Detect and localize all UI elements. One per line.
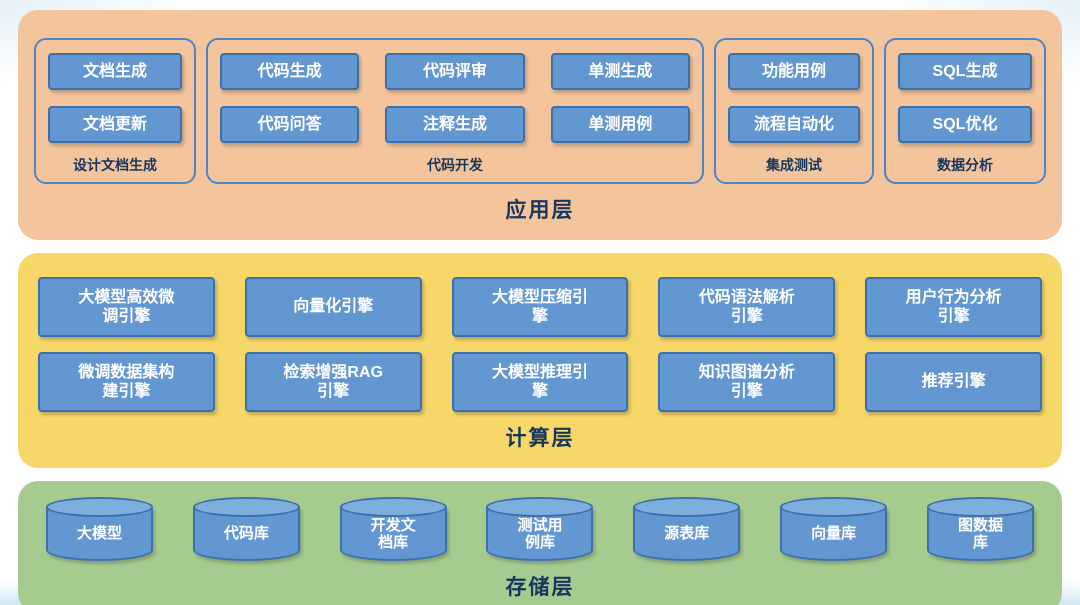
app-node-doc-generation: 文档生成: [48, 53, 182, 90]
cylinder-top: [339, 497, 447, 517]
app-node-sql-optimization: SQL优化: [898, 106, 1032, 143]
group-label: 代码开发: [427, 157, 483, 173]
group-items: 文档生成 文档更新: [48, 53, 182, 143]
compute-node-knowledge-graph-engine: 知识图谱分析 引擎: [658, 352, 836, 412]
group-design-doc-generation: 文档生成 文档更新 设计文档生成: [34, 38, 196, 184]
group-label: 集成测试: [766, 157, 822, 173]
storage-layer-band: 大模型 代码库 开发文 档库 测试用 例库 源表库: [18, 481, 1062, 605]
storage-cylinder-large-model: 大模型: [46, 497, 153, 561]
computing-grid: 大模型高效微 调引擎 向量化引擎 大模型压缩引 擎 代码语法解析 引擎 用户行为…: [38, 277, 1042, 412]
layer-label-computing: 计算层: [505, 427, 575, 450]
compute-node-compression-engine: 大模型压缩引 擎: [451, 277, 629, 337]
cylinder-label: 代码库: [223, 525, 269, 543]
storage-cylinder-dev-docs: 开发文 档库: [339, 497, 447, 561]
cylinder-top: [926, 497, 1034, 517]
compute-node-dataset-build-engine: 微调数据集构 建引擎: [38, 352, 215, 412]
group-items: 功能用例 流程自动化: [728, 53, 860, 143]
compute-node-syntax-parsing-engine: 代码语法解析 引擎: [658, 277, 836, 337]
cylinder-label: 开发文 档库: [370, 516, 416, 551]
group-items: 代码生成 代码评审 单测生成 代码问答 注释生成 单测用例: [220, 53, 690, 143]
cylinder-label: 源表库: [664, 525, 710, 543]
compute-node-inference-engine: 大模型推理引 擎: [451, 352, 629, 412]
group-label: 设计文档生成: [73, 157, 157, 173]
cylinder-label: 测试用 例库: [517, 516, 563, 551]
app-node-code-generation: 代码生成: [220, 53, 360, 90]
compute-node-rag-engine: 检索增强RAG 引擎: [244, 352, 422, 412]
group-data-analysis: SQL生成 SQL优化 数据分析: [884, 38, 1046, 184]
storage-cylinder-code-repo: 代码库: [192, 497, 300, 561]
app-node-functional-case: 功能用例: [728, 53, 860, 90]
group-integration-testing: 功能用例 流程自动化 集成测试: [714, 38, 874, 184]
group-items: SQL生成 SQL优化: [898, 53, 1032, 143]
cylinder-label: 向量库: [811, 525, 857, 543]
app-node-process-automation: 流程自动化: [728, 106, 860, 143]
group-code-development: 代码生成 代码评审 单测生成 代码问答 注释生成 单测用例 代码开发: [206, 38, 704, 184]
cylinder-top: [192, 497, 300, 517]
app-node-comment-generation: 注释生成: [385, 106, 525, 143]
cylinder-label: 图数据 库: [957, 516, 1003, 551]
storage-cylinder-test-cases: 测试用 例库: [486, 497, 594, 561]
storage-cylinder-vector-db: 向量库: [780, 497, 888, 561]
app-node-unit-test-case: 单测用例: [550, 106, 690, 143]
application-groups: 文档生成 文档更新 设计文档生成 代码生成 代码评审 单测生成 代码问答 注释生…: [34, 38, 1046, 184]
application-layer-band: 文档生成 文档更新 设计文档生成 代码生成 代码评审 单测生成 代码问答 注释生…: [18, 10, 1062, 240]
app-node-unit-test-generation: 单测生成: [550, 53, 690, 90]
app-node-code-review: 代码评审: [385, 53, 525, 90]
computing-layer-band: 大模型高效微 调引擎 向量化引擎 大模型压缩引 擎 代码语法解析 引擎 用户行为…: [18, 253, 1062, 468]
architecture-diagram: 文档生成 文档更新 设计文档生成 代码生成 代码评审 单测生成 代码问答 注释生…: [0, 10, 1080, 605]
compute-node-vectorization-engine: 向量化引擎: [244, 277, 422, 337]
cylinder-top: [780, 497, 888, 517]
compute-node-user-behavior-engine: 用户行为分析 引擎: [865, 277, 1042, 337]
app-node-doc-update: 文档更新: [48, 106, 182, 143]
group-label: 数据分析: [937, 157, 993, 173]
cylinder-label: 大模型: [76, 525, 122, 543]
storage-cylinder-source-tables: 源表库: [633, 497, 741, 561]
cylinder-top: [46, 497, 153, 517]
layer-label-application: 应用层: [505, 199, 575, 222]
app-node-sql-generation: SQL生成: [898, 53, 1032, 90]
cylinder-top: [486, 497, 594, 517]
storage-cylinder-graph-db: 图数据 库: [926, 497, 1034, 561]
compute-node-finetune-engine: 大模型高效微 调引擎: [38, 277, 215, 337]
storage-row: 大模型 代码库 开发文 档库 测试用 例库 源表库: [44, 497, 1036, 561]
compute-node-recommendation-engine: 推荐引擎: [865, 352, 1042, 412]
app-node-code-qa: 代码问答: [220, 106, 360, 143]
cylinder-body: [486, 507, 594, 561]
cylinder-top: [633, 497, 741, 517]
layer-label-storage: 存储层: [505, 576, 575, 599]
